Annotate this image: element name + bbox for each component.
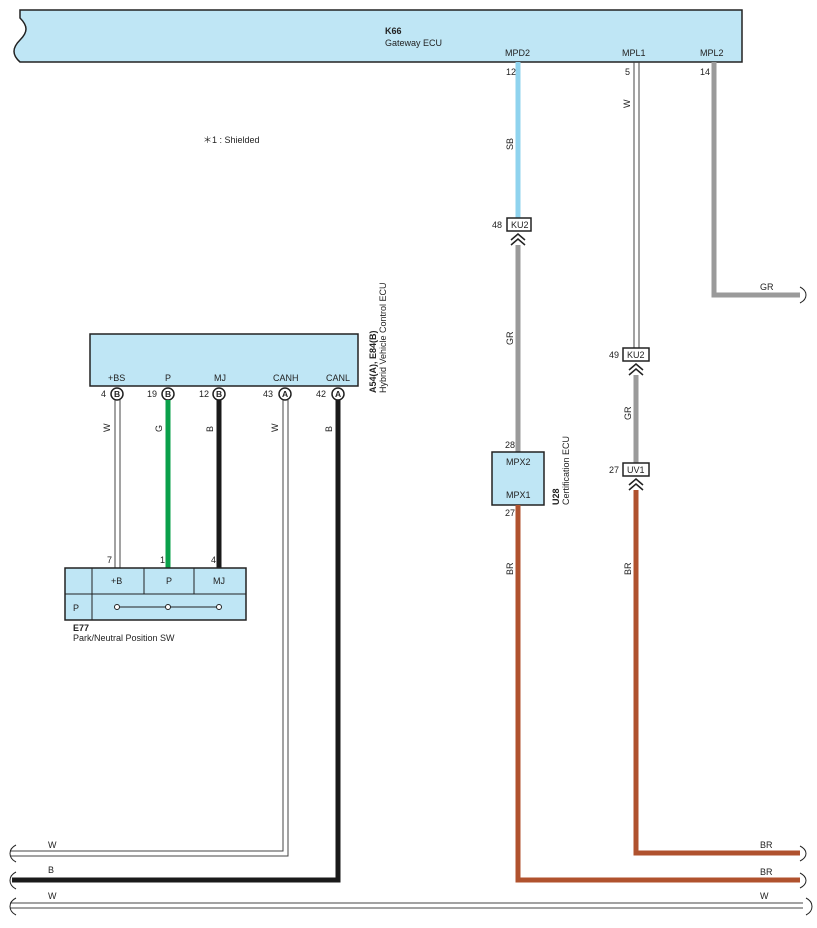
hv-pins: 4 B 19 B 12 B 43 A 42 A xyxy=(101,387,345,401)
svg-text:+BS: +BS xyxy=(108,373,125,383)
svg-text:KU2: KU2 xyxy=(511,220,529,230)
wire-label-br-uv1: BR xyxy=(623,562,633,575)
wire-label-sb: SB xyxy=(505,138,515,150)
svg-text:A54(A), E84(B): A54(A), E84(B) xyxy=(368,330,378,393)
svg-text:Hybrid Vehicle Control ECU: Hybrid Vehicle Control ECU xyxy=(378,282,388,393)
svg-text:P: P xyxy=(166,576,172,586)
wire-label-w-left: W xyxy=(48,840,57,850)
svg-text:B: B xyxy=(165,389,171,399)
wire-label-gr-mpl2: GR xyxy=(760,282,774,292)
gateway-pin-mpl2: MPL2 xyxy=(700,48,724,58)
svg-text:MJ: MJ xyxy=(213,576,225,586)
wire-w-bs xyxy=(114,400,121,568)
svg-text:1: 1 xyxy=(160,555,165,565)
svg-text:+B: +B xyxy=(111,576,122,586)
gateway-pin-mpl1: MPL1 xyxy=(622,48,646,58)
svg-text:MPX2: MPX2 xyxy=(506,457,531,467)
svg-text:19: 19 xyxy=(147,389,157,399)
wire-label-b-mj: B xyxy=(205,426,215,432)
break-mark xyxy=(799,286,807,304)
park-neutral-switch: +B P MJ P 7 1 4 E77 Park/Neutral Positio… xyxy=(64,555,247,643)
svg-text:Certification ECU: Certification ECU xyxy=(561,436,571,505)
wire-label-gr-uv1: GR xyxy=(623,406,633,420)
svg-text:B: B xyxy=(216,389,222,399)
shielded-note: ＊1 : Shielded xyxy=(203,135,260,145)
wire-label-w-mpl1: W xyxy=(622,99,632,108)
svg-text:42: 42 xyxy=(316,389,326,399)
svg-text:UV1: UV1 xyxy=(627,465,645,475)
wire-label-w-bottom-right: W xyxy=(760,891,769,901)
svg-text:MJ: MJ xyxy=(214,373,226,383)
wire-label-b-canl: B xyxy=(324,426,334,432)
left-break-marks xyxy=(9,844,813,916)
break-mark xyxy=(799,845,807,862)
wire-label-w-bottom-left: W xyxy=(48,891,57,901)
wire-w-canh xyxy=(10,400,289,857)
svg-text:E77: E77 xyxy=(73,623,89,633)
svg-text:27: 27 xyxy=(505,508,515,518)
wire-label-br-right-2: BR xyxy=(760,867,773,877)
gateway-ecu: K66 Gateway ECU MPD2 MPL1 MPL2 12 5 14 xyxy=(13,9,743,77)
wire-label-g: G xyxy=(154,425,164,432)
connector-ku2-49: KU2 49 xyxy=(609,347,650,376)
svg-text:MPX1: MPX1 xyxy=(506,490,531,500)
connector-uv1-27: UV1 27 xyxy=(609,462,650,491)
gateway-pin-num-5: 5 xyxy=(625,67,630,77)
wire-label-br-cert: BR xyxy=(505,562,515,575)
wire-w-mpl1 xyxy=(633,62,640,348)
gateway-code: K66 xyxy=(385,26,402,36)
hv-control-ecu: +BS P MJ CANH CANL A54(A), E84(B) Hybrid… xyxy=(89,282,388,393)
wire-label-gr-cert: GR xyxy=(505,331,515,345)
svg-text:B: B xyxy=(114,389,120,399)
certification-ecu: MPX2 MPX1 28 27 U28 Certification ECU xyxy=(491,436,571,518)
svg-text:43: 43 xyxy=(263,389,273,399)
svg-text:Park/Neutral Position SW: Park/Neutral Position SW xyxy=(73,633,175,643)
svg-text:48: 48 xyxy=(492,220,502,230)
svg-text:28: 28 xyxy=(505,440,515,450)
break-mark xyxy=(799,872,807,889)
svg-text:27: 27 xyxy=(609,465,619,475)
wire-label-b-left: B xyxy=(48,865,54,875)
wire-b-canl xyxy=(12,400,341,883)
gateway-pin-num-12: 12 xyxy=(506,67,516,77)
gateway-pin-num-14: 14 xyxy=(700,67,710,77)
svg-text:A: A xyxy=(282,389,288,399)
wire-gr-mpl2 xyxy=(711,62,800,298)
svg-text:U28: U28 xyxy=(551,488,561,505)
wire-w-bottom xyxy=(10,902,803,909)
svg-text:7: 7 xyxy=(107,555,112,565)
connector-ku2-48: KU2 48 xyxy=(492,217,532,246)
gateway-name: Gateway ECU xyxy=(385,38,442,48)
wire-label-br-right-1: BR xyxy=(760,840,773,850)
svg-text:P: P xyxy=(73,603,79,613)
gateway-pin-mpd2: MPD2 xyxy=(505,48,530,58)
wire-br-uv1 xyxy=(633,490,800,856)
svg-text:CANL: CANL xyxy=(326,373,350,383)
wire-br-cert xyxy=(515,505,800,883)
svg-text:P: P xyxy=(165,373,171,383)
svg-text:12: 12 xyxy=(199,389,209,399)
wire-label-w-bs: W xyxy=(102,423,112,432)
svg-text:49: 49 xyxy=(609,350,619,360)
wire-label-w-canh: W xyxy=(270,423,280,432)
svg-text:4: 4 xyxy=(211,555,216,565)
svg-text:A: A xyxy=(335,389,341,399)
svg-text:4: 4 xyxy=(101,389,106,399)
svg-text:CANH: CANH xyxy=(273,373,299,383)
svg-text:KU2: KU2 xyxy=(627,350,645,360)
